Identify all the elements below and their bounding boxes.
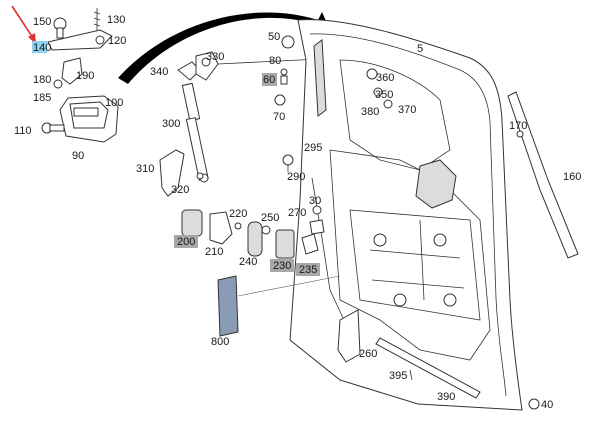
callout-270: 270 (288, 207, 306, 219)
callout-40: 40 (541, 399, 553, 411)
callout-250: 250 (261, 212, 279, 224)
callout-60-highlight (262, 73, 277, 86)
callout-200-highlight (174, 235, 198, 248)
tailgate-frame (289, 19, 523, 411)
callout-350: 350 (375, 89, 393, 101)
callout-150: 150 (33, 16, 51, 28)
lower-parts (337, 309, 540, 410)
callout-120: 120 (108, 35, 126, 47)
callout-200: 200 (177, 236, 195, 248)
callout-50: 50 (268, 31, 280, 43)
callout-340: 340 (150, 66, 168, 78)
callout-800: 800 (211, 336, 229, 348)
callout-395: 395 (389, 370, 407, 382)
small-fasteners (274, 35, 393, 215)
callout-160: 160 (563, 171, 581, 183)
callout-330: 330 (206, 51, 224, 63)
latch-parts-group (41, 8, 119, 143)
callout-240: 240 (239, 256, 257, 268)
callout-5: 5 (417, 43, 423, 55)
callout-210: 210 (205, 246, 223, 258)
callout-110: 110 (14, 125, 32, 137)
callout-235: 235 (299, 264, 317, 276)
callout-370: 370 (398, 104, 416, 116)
callout-60: 60 (263, 74, 275, 86)
callout-295: 295 (304, 142, 322, 154)
callout-360: 360 (376, 72, 394, 84)
callout-380: 380 (361, 106, 379, 118)
callout-310: 310 (136, 163, 154, 175)
callout-230-highlight (270, 259, 294, 272)
gas-strut-group (159, 51, 341, 197)
panel-800 (217, 275, 341, 337)
callout-190: 190 (76, 70, 94, 82)
callout-390: 390 (437, 391, 455, 403)
callout-320: 320 (171, 184, 189, 196)
callout-80: 80 (269, 55, 281, 67)
callout-30: 30 (309, 195, 321, 207)
callout-70: 70 (273, 111, 285, 123)
lock-parts-group (181, 209, 325, 259)
callout-260: 260 (359, 348, 377, 360)
callout-290: 290 (287, 171, 305, 183)
callout-180: 180 (33, 74, 51, 86)
side-trim-strip (507, 91, 579, 259)
trim-clip-icon (516, 130, 524, 138)
callout-140: 140 (33, 42, 51, 54)
callout-235-highlight (296, 263, 320, 276)
callout-130: 130 (107, 14, 125, 26)
callout-140-highlight (32, 41, 47, 53)
callout-90: 90 (72, 150, 84, 162)
callout-230: 230 (273, 260, 291, 272)
callout-labels: 150 130 140 120 180 190 185 100 110 90 5… (14, 14, 581, 411)
callout-220: 220 (229, 208, 247, 220)
callout-170: 170 (509, 120, 527, 132)
callout-185: 185 (33, 92, 51, 104)
callout-300: 300 (162, 118, 180, 130)
callout-100: 100 (105, 97, 123, 109)
